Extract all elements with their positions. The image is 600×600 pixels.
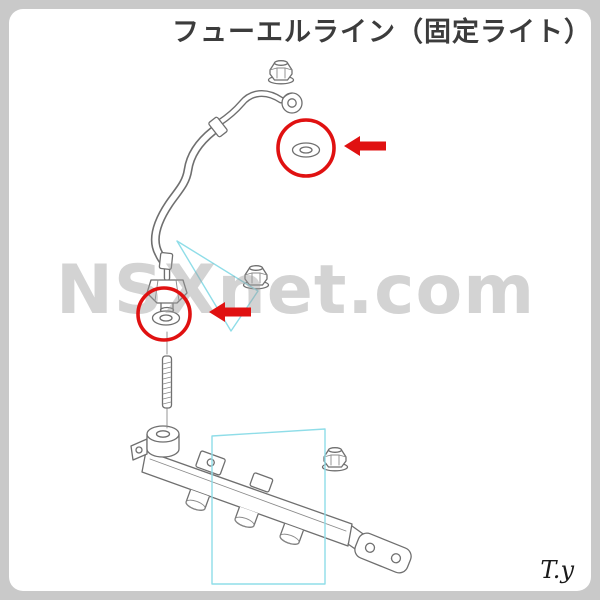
- injector-cup: [279, 523, 305, 545]
- threaded-stud: [161, 331, 173, 429]
- fuel-hose: [150, 90, 303, 282]
- hose-crimp-collar: [208, 116, 228, 138]
- injector-cup: [234, 506, 260, 528]
- flange-nut-rail: [321, 447, 349, 472]
- injector-cup: [185, 489, 211, 511]
- rail-bracket: [249, 472, 274, 493]
- arrow-left-icon: [344, 136, 386, 156]
- artist-signature: T.y: [540, 556, 574, 584]
- flange-nut-top: [267, 60, 295, 85]
- watermark: NSXnet.com: [56, 251, 535, 330]
- highlight-circle-icon: [276, 118, 336, 178]
- hose-crimp-collar: [158, 251, 174, 271]
- highlight-lower-washer: [136, 286, 251, 342]
- highlight-upper-washer: [276, 118, 386, 178]
- mounting-flange: [354, 532, 412, 574]
- banjo-fitting: [281, 92, 303, 114]
- highlight-circle-icon: [136, 286, 192, 342]
- page-title: フューエルライン（固定ライト）: [172, 17, 592, 48]
- fuel-rail: [130, 425, 412, 574]
- sealing-washer-upper: [291, 142, 321, 158]
